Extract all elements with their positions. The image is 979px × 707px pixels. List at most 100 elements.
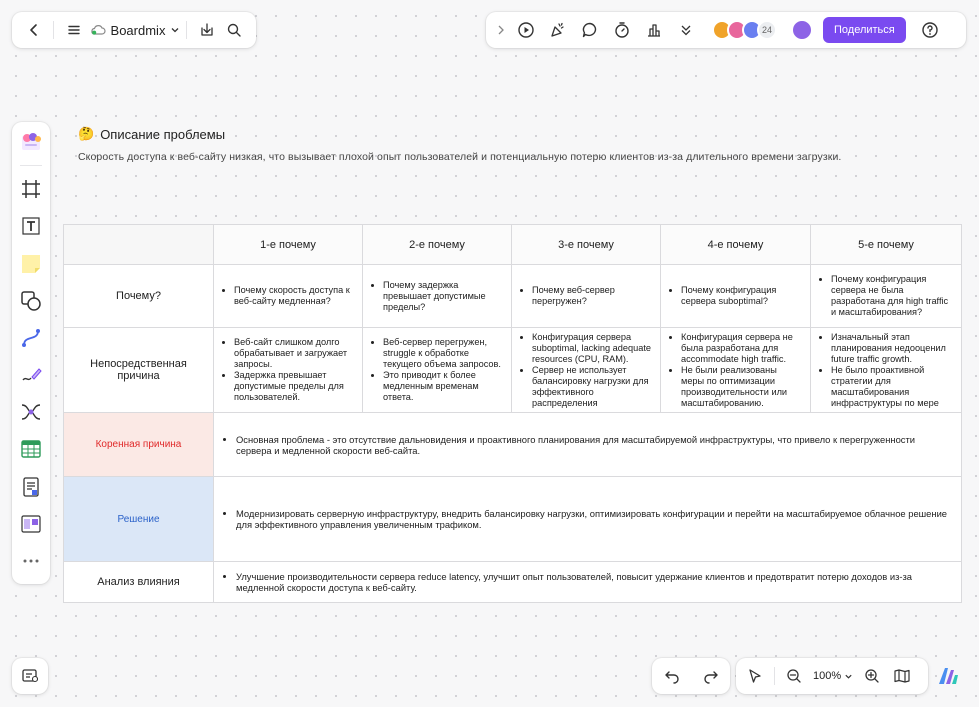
row-header-solution[interactable]: Решение: [63, 476, 214, 562]
redo-icon[interactable]: [696, 661, 726, 691]
table-cell[interactable]: Веб-сервер перегружен, struggle к обрабо…: [362, 327, 512, 413]
table-cell-merged[interactable]: Модернизировать серверную инфраструктуру…: [213, 476, 962, 562]
divider: [186, 21, 188, 39]
problem-heading: 🤔 Описание проблемы: [78, 126, 225, 142]
table-cell[interactable]: Почему конфигурация сервера не была разр…: [810, 264, 962, 328]
table-corner-cell[interactable]: [63, 224, 214, 265]
bullet-item: Улучшение производительности сервера red…: [236, 571, 953, 593]
templates-icon[interactable]: [16, 128, 46, 156]
history-controls: [652, 658, 730, 694]
share-button[interactable]: Поделиться: [823, 17, 906, 43]
chevron-down-icon: [844, 672, 853, 681]
user-avatar[interactable]: [791, 19, 813, 41]
board-info-button[interactable]: [12, 658, 48, 694]
top-left-toolbar: Boardmix: [12, 12, 256, 48]
bullet-item: Задержка превышает допустимые пределы дл…: [234, 370, 354, 403]
zoom-in-icon[interactable]: [857, 661, 887, 691]
bullet-item: Почему задержка превышает допустимые пре…: [383, 280, 503, 313]
column-header[interactable]: 5-е почему: [810, 224, 962, 265]
table-cell[interactable]: Почему задержка превышает допустимые пре…: [362, 264, 512, 328]
bullet-item: Модернизировать серверную инфраструктуру…: [236, 508, 953, 530]
bullet-item: Не были реализованы меры по оптимизации …: [681, 365, 802, 409]
problem-description: Скорость доступа к веб-сайту низкая, что…: [78, 151, 842, 163]
bullet-item: Конфигурация сервера suboptimal, lacking…: [532, 332, 652, 365]
divider: [53, 21, 55, 39]
zoom-level-dropdown[interactable]: 100%: [813, 670, 853, 682]
bullet-item: Изначальный этап планирования недооценил…: [831, 332, 953, 365]
thinking-emoji-icon: 🤔: [78, 126, 95, 141]
table-cell[interactable]: Конфигурация сервера не была разработана…: [660, 327, 811, 413]
chevron-right-icon[interactable]: [492, 15, 510, 45]
frame-icon[interactable]: [16, 175, 46, 203]
column-header[interactable]: 1-е почему: [213, 224, 363, 265]
bullet-item: Основная проблема - это отсутствие дальн…: [236, 434, 953, 456]
shapes-icon[interactable]: [16, 287, 46, 315]
table-cell[interactable]: Конфигурация сервера suboptimal, lacking…: [511, 327, 661, 413]
bullet-item: Веб-сайт слишком долго обрабатывает и за…: [234, 337, 354, 370]
help-icon[interactable]: [914, 15, 946, 45]
celebrate-icon[interactable]: [542, 15, 574, 45]
collaborator-avatars[interactable]: 24: [712, 20, 777, 40]
board-info-icon: [22, 669, 38, 683]
table-cell-merged[interactable]: Улучшение производительности сервера red…: [213, 561, 962, 603]
table-cell[interactable]: Почему веб-сервер перегружен?: [511, 264, 661, 328]
chevron-down-icon: [170, 25, 180, 35]
bullet-item: Сервер не использует балансировку нагруз…: [532, 365, 652, 409]
ai-logo-icon: [936, 664, 960, 688]
back-icon[interactable]: [20, 16, 47, 44]
bullet-item: Почему конфигурация сервера не была разр…: [831, 274, 953, 318]
table-cell[interactable]: Почему скорость доступа к веб-сайту медл…: [213, 264, 363, 328]
text-icon[interactable]: [16, 212, 46, 240]
menu-icon[interactable]: [60, 16, 87, 44]
row-header-direct-cause[interactable]: Непосредственная причина: [63, 327, 214, 413]
row-header-impact[interactable]: Анализ влияния: [63, 561, 214, 603]
bullet-item: Не было проактивной стратегии для масшта…: [831, 365, 953, 409]
pen-icon[interactable]: [16, 361, 46, 389]
kanban-icon[interactable]: [16, 510, 46, 538]
problem-title: Описание проблемы: [100, 126, 226, 142]
table-cell[interactable]: Изначальный этап планирования недооценил…: [810, 327, 962, 413]
chevron-double-down-icon[interactable]: [670, 15, 702, 45]
five-whys-table[interactable]: 1-е почему 2-е почему 3-е почему 4-е поч…: [63, 224, 962, 603]
column-header[interactable]: 2-е почему: [362, 224, 512, 265]
divider: [774, 667, 775, 685]
cloud-icon: [90, 24, 106, 36]
ai-assistant-button[interactable]: [936, 664, 960, 688]
bullet-item: Веб-сервер перегружен, struggle к обрабо…: [383, 337, 503, 370]
download-icon[interactable]: [193, 16, 220, 44]
board-name: Boardmix: [110, 22, 166, 38]
table-icon[interactable]: [16, 435, 46, 463]
more-tools-icon[interactable]: [16, 547, 46, 575]
vote-icon[interactable]: [638, 15, 670, 45]
row-header-why[interactable]: Почему?: [63, 264, 214, 328]
column-header[interactable]: 3-е почему: [511, 224, 661, 265]
table-cell-merged[interactable]: Основная проблема - это отсутствие дальн…: [213, 412, 962, 477]
board-name-dropdown[interactable]: Boardmix: [90, 23, 181, 38]
bullet-item: Почему скорость доступа к веб-сайту медл…: [234, 285, 354, 307]
zoom-out-icon[interactable]: [779, 661, 809, 691]
bullet-item: Это приводит к более медленным временам …: [383, 370, 503, 403]
search-icon[interactable]: [221, 16, 248, 44]
row-header-root-cause[interactable]: Коренная причина: [63, 412, 214, 477]
sticky-note-icon[interactable]: [16, 249, 46, 277]
zoom-level: 100%: [813, 670, 842, 682]
comment-icon[interactable]: [574, 15, 606, 45]
top-right-toolbar: 24 Поделиться: [486, 12, 966, 48]
document-icon[interactable]: [16, 472, 46, 500]
table-cell[interactable]: Веб-сайт слишком долго обрабатывает и за…: [213, 327, 363, 413]
present-play-icon[interactable]: [510, 15, 542, 45]
divider: [20, 165, 42, 167]
map-navigator-icon[interactable]: [887, 661, 917, 691]
table-cell[interactable]: Почему конфигурация сервера suboptimal?: [660, 264, 811, 328]
mindmap-icon[interactable]: [16, 398, 46, 426]
left-toolbar: [12, 122, 50, 584]
select-cursor-icon[interactable]: [740, 661, 770, 691]
zoom-controls: 100%: [736, 658, 928, 694]
bullet-item: Конфигурация сервера не была разработана…: [681, 332, 802, 365]
timer-icon[interactable]: [606, 15, 638, 45]
undo-icon[interactable]: [657, 661, 687, 691]
presence-count: 24: [757, 20, 777, 40]
column-header[interactable]: 4-е почему: [660, 224, 811, 265]
bullet-item: Почему веб-сервер перегружен?: [532, 285, 652, 307]
connector-icon[interactable]: [16, 324, 46, 352]
